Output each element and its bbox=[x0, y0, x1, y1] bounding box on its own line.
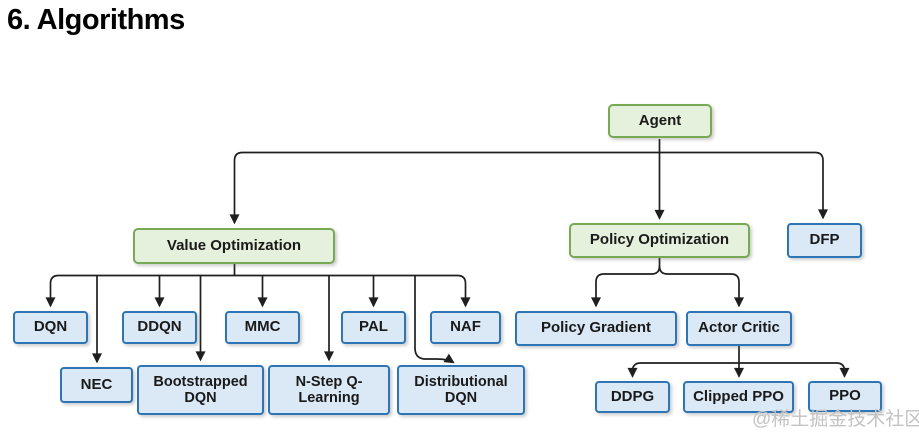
node-nec: NEC bbox=[60, 367, 133, 403]
node-value-optimization: Value Optimization bbox=[133, 228, 335, 264]
node-n-step-q-learning: N-Step Q-Learning bbox=[268, 365, 390, 415]
node-bootstrapped-dqn: Bootstrapped DQN bbox=[137, 365, 264, 415]
node-mmc: MMC bbox=[225, 311, 300, 344]
node-distributional-dqn: Distributional DQN bbox=[397, 365, 525, 415]
node-ppo: PPO bbox=[808, 381, 882, 412]
node-pal: PAL bbox=[341, 311, 406, 344]
watermark: @稀土掘金技术社区 bbox=[752, 409, 919, 430]
node-naf: NAF bbox=[430, 311, 501, 344]
node-dfp: DFP bbox=[787, 223, 862, 258]
node-dqn: DQN bbox=[13, 311, 88, 344]
node-actor-critic: Actor Critic bbox=[686, 311, 792, 346]
node-clipped-ppo: Clipped PPO bbox=[683, 381, 794, 413]
node-ddpg: DDPG bbox=[595, 381, 670, 413]
page-title: 6. Algorithms bbox=[7, 4, 185, 36]
node-agent: Agent bbox=[608, 104, 712, 138]
node-policy-optimization: Policy Optimization bbox=[569, 223, 750, 258]
node-ddqn: DDQN bbox=[122, 311, 197, 344]
node-policy-gradient: Policy Gradient bbox=[515, 311, 677, 346]
